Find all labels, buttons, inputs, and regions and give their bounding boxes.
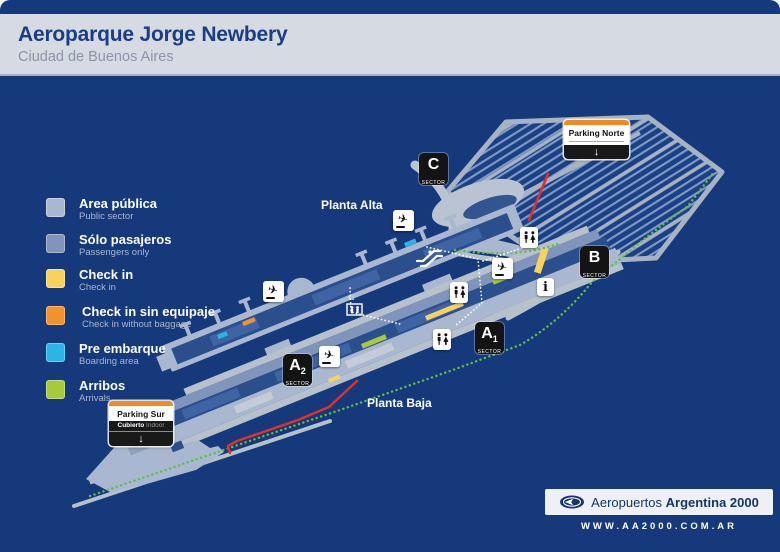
legend-swatch — [46, 234, 65, 253]
airport-map-drawing — [72, 114, 725, 508]
sector-letter: C — [427, 156, 440, 173]
sector-caption: SECTOR — [421, 180, 446, 187]
escalator-icon — [415, 249, 444, 268]
legend-swatch — [46, 343, 65, 362]
sector-caption: SECTOR — [285, 381, 310, 388]
sector-letter: A1 — [481, 325, 498, 345]
sector-letter: A2 — [289, 357, 306, 377]
airplane-icon: ✈ — [393, 210, 414, 231]
runway-dash — [495, 274, 504, 276]
legend-swatch — [46, 380, 65, 399]
top-bar — [0, 0, 780, 14]
terminal-planta-alta — [156, 204, 524, 372]
sector-badge-a1: A1 SECTOR — [475, 322, 504, 356]
airplane-icon: ✈ — [263, 281, 284, 302]
restrooms-icon — [450, 282, 468, 303]
planta-alta-label: Planta Alta — [321, 198, 383, 212]
map-area: ↑↓ Planta Alta Planta Baja C SECTOR B SE… — [0, 76, 780, 552]
sector-badge-b: B SECTOR — [580, 246, 609, 280]
wc-figures — [454, 285, 465, 298]
sector-letter: B — [588, 249, 601, 266]
planta-baja-label: Planta Baja — [367, 396, 432, 410]
sector-caption: SECTOR — [477, 349, 502, 356]
page-title: Aeroparque Jorge Newbery — [18, 23, 288, 46]
down-arrow-icon: ↓ — [138, 433, 144, 445]
airplane-icon: ✈ — [492, 258, 513, 279]
header-band: Aeroparque Jorge Newbery Ciudad de Bueno… — [0, 14, 780, 76]
parking-norte-sign: Parking Norte ↓ — [564, 120, 629, 159]
website-url: WWW.AA2000.COM.AR — [580, 521, 738, 532]
sector-badge-c: C SECTOR — [419, 153, 448, 187]
parking-norte-title: Parking Norte — [568, 128, 625, 138]
sector-caption: SECTOR — [582, 273, 607, 280]
runway-dash — [396, 226, 405, 228]
legend-swatch — [46, 198, 65, 217]
parking-sur-detail: Cubierto Indoor — [109, 421, 173, 432]
page-subtitle: Ciudad de Buenos Aires — [18, 49, 174, 65]
runway-dash — [322, 362, 331, 364]
legend-swatch — [46, 306, 65, 325]
elevator-icon — [346, 303, 363, 316]
restrooms-icon — [433, 329, 451, 350]
footer-brand-bar: Aeropuertos Argentina 2000 — [545, 489, 773, 515]
sign-orange-bar — [109, 401, 173, 406]
sector-badge-a2: A2 SECTOR — [283, 354, 312, 388]
restrooms-icon — [520, 227, 538, 248]
legend-swatch — [46, 269, 65, 288]
parking-sur-title: Parking Sur — [117, 409, 165, 419]
wc-figures — [437, 332, 448, 345]
terminal-planta-baja — [88, 225, 624, 485]
elevator-arrows: ↑↓ — [347, 293, 355, 302]
red-access-routes — [226, 172, 550, 455]
aa2000-logo — [560, 495, 585, 509]
information-icon: i — [537, 278, 554, 296]
parking-sur-sign: Parking Sur Cubierto Indoor ↓ — [109, 401, 173, 446]
runway-dash — [266, 297, 275, 299]
sign-orange-bar — [564, 120, 629, 125]
brand-text: Aeropuertos Argentina 2000 — [591, 494, 759, 510]
airplane-icon: ✈ — [319, 346, 340, 367]
wc-figures — [524, 230, 535, 243]
down-arrow-icon: ↓ — [564, 145, 629, 159]
sign-divider — [569, 141, 624, 142]
pedestrian-paths — [88, 170, 716, 498]
